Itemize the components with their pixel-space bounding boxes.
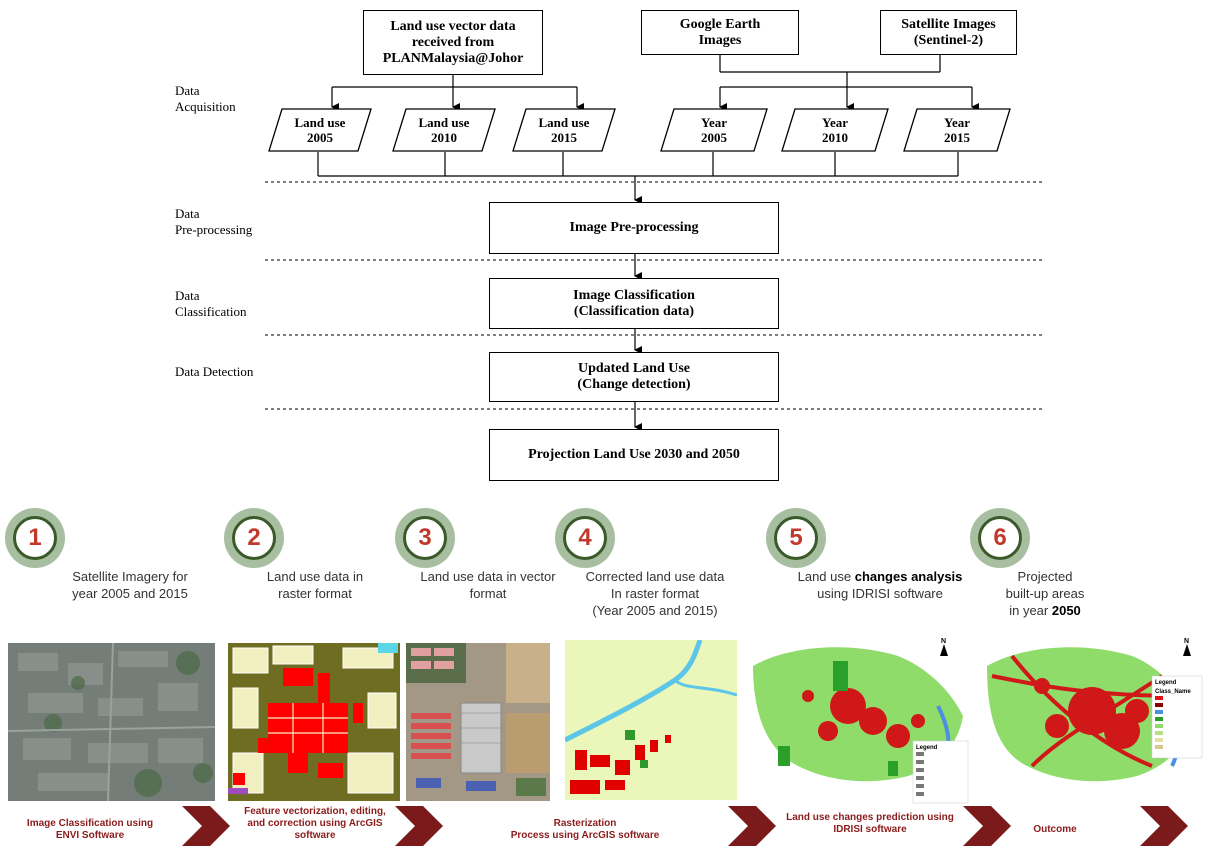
arrow-label-rasterization: Rasterization Process using ArcGIS softw… bbox=[510, 818, 660, 841]
input-label: Year 2010 bbox=[822, 115, 848, 145]
process-classification: Image Classification (Classification dat… bbox=[489, 278, 779, 329]
step-number: 1 bbox=[13, 516, 57, 560]
step-number: 5 bbox=[774, 516, 818, 560]
step-number: 3 bbox=[403, 516, 447, 560]
process-detection: Updated Land Use (Change detection) bbox=[489, 352, 779, 402]
arrow-label-prediction: Land use changes prediction using IDRISI… bbox=[786, 812, 954, 835]
source-satellite: Satellite Images (Sentinel-2) bbox=[880, 10, 1017, 55]
step-4-text: Corrected land use data In raster format… bbox=[585, 569, 725, 618]
stage-acquisition-label: Data Acquisition bbox=[175, 83, 236, 114]
step-1-text: Satellite Imagery for year 2005 and 2015 bbox=[72, 569, 188, 601]
step-2-text: Land use data in raster format bbox=[266, 569, 364, 601]
stage-detection-label: Data Detection bbox=[175, 364, 254, 379]
input-year-2005: Year 2005 bbox=[660, 108, 768, 152]
map5-north-label: N bbox=[941, 638, 947, 645]
stage-preprocessing-label: Data Pre-processing bbox=[175, 206, 253, 237]
arrow-label-vectorization: Feature vectorization, editing, and corr… bbox=[244, 806, 386, 841]
step-3-badge: 3 bbox=[395, 508, 455, 568]
vector-aerial-image bbox=[406, 643, 550, 801]
satellite-image bbox=[8, 643, 215, 801]
arrow-label-outcome: Outcome bbox=[1033, 824, 1077, 835]
step-text-bold: changes analysis bbox=[854, 569, 963, 584]
step-text-bold: 2050 bbox=[1051, 603, 1081, 618]
flow-connectors bbox=[265, 55, 1045, 431]
step-5-badge: 5 bbox=[766, 508, 826, 568]
step-3-text: Land use data in vector format bbox=[420, 569, 556, 601]
step-5-text: Land use changes analysis using IDRISI s… bbox=[785, 568, 975, 602]
process-projection: Projection Land Use 2030 and 2050 bbox=[489, 429, 779, 481]
map6-north-label: N bbox=[1184, 638, 1190, 645]
input-label: Year 2005 bbox=[701, 115, 727, 145]
step-1-badge: 1 bbox=[5, 508, 65, 568]
projection-map: N Legend Class_Name bbox=[982, 636, 1204, 806]
process-preprocessing: Image Pre-processing bbox=[489, 202, 779, 254]
source-planmalaysia: Land use vector data received from PLANM… bbox=[363, 10, 543, 75]
source-google-earth: Google Earth Images bbox=[641, 10, 799, 55]
stage-classification-label: Data Classification bbox=[175, 288, 247, 319]
step-6-badge: 6 bbox=[970, 508, 1030, 568]
input-label: Land use 2010 bbox=[418, 115, 470, 145]
map6-classname-label: Class_Name bbox=[1155, 689, 1191, 695]
input-label: Land use 2005 bbox=[294, 115, 346, 145]
step-number: 2 bbox=[232, 516, 276, 560]
input-label: Land use 2015 bbox=[538, 115, 590, 145]
map6-legend-label: Legend bbox=[1155, 680, 1177, 686]
step-text-part: Projected built-up areas in year bbox=[1005, 569, 1085, 618]
input-year-2015: Year 2015 bbox=[903, 108, 1011, 152]
input-year-2010: Year 2010 bbox=[781, 108, 889, 152]
step-number: 4 bbox=[563, 516, 607, 560]
step-2-badge: 2 bbox=[224, 508, 284, 568]
corrected-raster-image bbox=[565, 640, 737, 800]
step-4-badge: 4 bbox=[555, 508, 615, 568]
change-analysis-map: N Legend bbox=[748, 636, 976, 806]
step-text-part: Land use bbox=[797, 569, 855, 584]
process-chevrons bbox=[182, 806, 1188, 846]
step-6-text: Projected built-up areas in year 2050 bbox=[990, 568, 1100, 619]
step-number: 6 bbox=[978, 516, 1022, 560]
input-landuse-2005: Land use 2005 bbox=[268, 108, 372, 152]
input-label: Year 2015 bbox=[944, 115, 970, 145]
arrow-label-classification: Image Classification using ENVI Software bbox=[26, 818, 154, 841]
input-landuse-2010: Land use 2010 bbox=[392, 108, 496, 152]
input-landuse-2015: Land use 2015 bbox=[512, 108, 616, 152]
raster-landuse-image bbox=[228, 643, 400, 801]
map5-legend-label: Legend bbox=[916, 745, 938, 751]
step-text-part: using IDRISI software bbox=[817, 586, 943, 601]
